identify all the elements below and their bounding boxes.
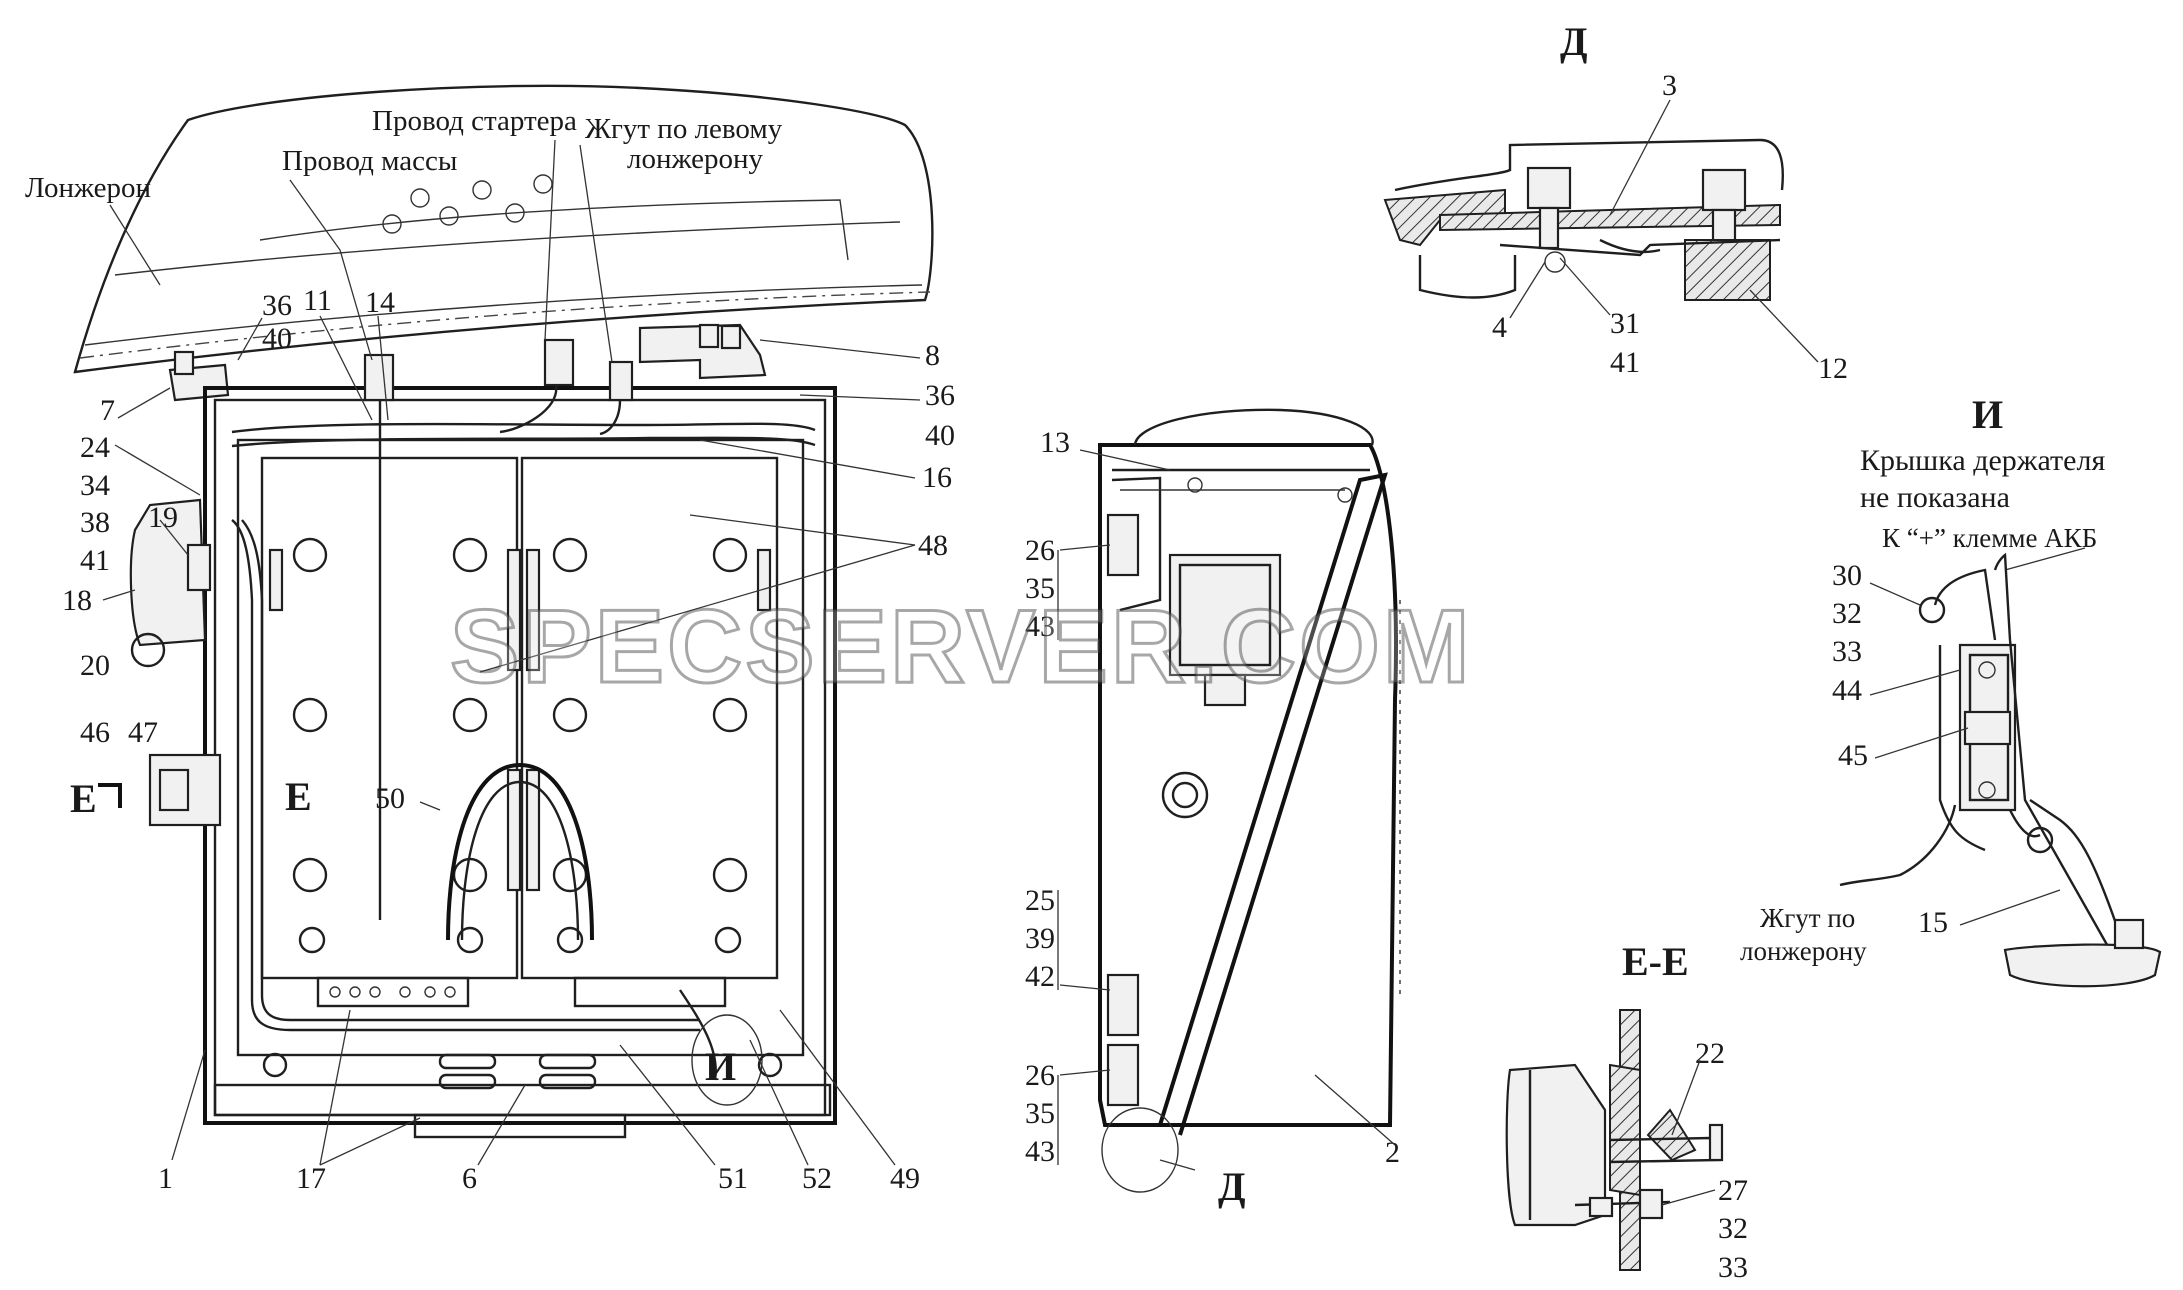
callout-48: 48 <box>918 529 948 562</box>
view-mark-d: Д <box>1218 1164 1246 1209</box>
mass-switch-housing <box>129 498 207 647</box>
callout-49: 49 <box>890 1162 920 1195</box>
callout-47: 47 <box>128 716 158 749</box>
battery-caps <box>292 537 748 893</box>
main-view-callouts: 36 40 11 14 8 36 40 7 16 24 34 38 41 19 … <box>62 284 955 1195</box>
callout-35a: 35 <box>1025 572 1055 605</box>
note-provod-startera: Провод стартера <box>372 105 577 137</box>
note-zhgut-1: Жгут по левому <box>585 113 783 145</box>
callout-51: 51 <box>718 1162 748 1195</box>
callout-39: 39 <box>1025 922 1055 955</box>
callout-52: 52 <box>802 1162 832 1195</box>
callout-46: 46 <box>80 716 110 749</box>
section-mark-e-right: Е <box>285 774 312 819</box>
callout-17: 17 <box>296 1162 326 1195</box>
callout-4: 4 <box>1492 311 1507 344</box>
view-i-harness-1: Жгут по <box>1760 903 1855 933</box>
callout-41: 41 <box>80 544 110 577</box>
callout-15: 15 <box>1918 906 1948 939</box>
view-i-harness-2: лонжерону <box>1740 936 1867 966</box>
view-mark-i: И <box>705 1044 736 1089</box>
callout-44: 44 <box>1832 674 1862 707</box>
view-i-title: И <box>1972 392 2003 437</box>
callout-41-d: 41 <box>1610 346 1640 379</box>
callout-18: 18 <box>62 584 92 617</box>
callout-38: 38 <box>80 506 110 539</box>
callout-3: 3 <box>1662 69 1677 102</box>
callout-35b: 35 <box>1025 1097 1055 1130</box>
callout-14: 14 <box>365 286 395 319</box>
battery-left <box>260 456 519 980</box>
note-provod-massy: Провод массы <box>282 145 457 177</box>
callout-32-i: 32 <box>1832 597 1862 630</box>
view-i-terminal-note: К “+” клемме АКБ <box>1882 523 2097 553</box>
side-view: 13 26 35 43 25 39 42 26 35 43 2 Д <box>1025 408 1401 1209</box>
callout-27: 27 <box>1718 1174 1748 1207</box>
side-view-callouts: 13 26 35 43 25 39 42 26 35 43 2 <box>1025 426 1400 1169</box>
callout-11: 11 <box>303 284 332 317</box>
callout-50: 50 <box>375 782 405 815</box>
battery-box-frame <box>203 386 837 1125</box>
support-leg <box>2008 639 2112 951</box>
callout-45: 45 <box>1838 739 1868 772</box>
callout-2: 2 <box>1385 1136 1400 1169</box>
view-i-note-1: Крышка держателя <box>1860 444 2105 477</box>
callout-12: 12 <box>1818 352 1848 385</box>
frame-rail-holes <box>382 174 553 234</box>
callout-33-e: 33 <box>1718 1251 1748 1284</box>
callout-1: 1 <box>158 1162 173 1195</box>
callout-22: 22 <box>1695 1037 1725 1070</box>
jumper-cable <box>446 762 594 941</box>
callout-31: 31 <box>1610 307 1640 340</box>
callout-36b: 36 <box>925 379 955 412</box>
top-harness <box>231 422 816 434</box>
callout-40a: 40 <box>262 322 292 355</box>
view-i-note-2: не показана <box>1860 481 2010 514</box>
callout-34: 34 <box>80 469 110 502</box>
main-view: Лонжерон Провод массы Провод стартера Жг… <box>25 84 955 1195</box>
callout-36a: 36 <box>262 289 292 322</box>
note-zhgut-2: лонжерону <box>627 143 764 175</box>
battery-right <box>520 456 779 980</box>
frame-rail <box>73 84 934 374</box>
callout-43b: 43 <box>1025 1135 1055 1168</box>
watermark: SPECSERVER.COM <box>450 589 1473 705</box>
callout-7: 7 <box>100 394 115 427</box>
view-i: И Крышка держателя не показана К “+” кле… <box>1740 392 2162 988</box>
side-box-body <box>1098 443 1398 1127</box>
callout-6: 6 <box>462 1162 477 1195</box>
callout-42: 42 <box>1025 960 1055 993</box>
view-d: Д 3 4 31 41 12 <box>1383 19 1848 385</box>
callout-25: 25 <box>1025 884 1055 917</box>
callout-30: 30 <box>1832 559 1862 592</box>
callout-13: 13 <box>1040 426 1070 459</box>
view-d-title: Д <box>1560 19 1588 64</box>
section-mark-e-left: Е <box>70 776 97 821</box>
callout-24: 24 <box>80 431 110 464</box>
callout-19: 19 <box>148 501 178 534</box>
section-ee: Е-Е 22 27 32 33 <box>1505 939 1748 1284</box>
callout-8: 8 <box>925 339 940 372</box>
section-ee-title: Е-Е <box>1622 939 1689 984</box>
callout-40b: 40 <box>925 419 955 452</box>
callout-43a: 43 <box>1025 610 1055 643</box>
callout-16: 16 <box>922 461 952 494</box>
callout-33-i: 33 <box>1832 635 1862 668</box>
callout-26a: 26 <box>1025 534 1055 567</box>
callout-20: 20 <box>80 649 110 682</box>
callout-26b: 26 <box>1025 1059 1055 1092</box>
callout-32-e: 32 <box>1718 1212 1748 1245</box>
note-lonzheron: Лонжерон <box>25 172 151 204</box>
